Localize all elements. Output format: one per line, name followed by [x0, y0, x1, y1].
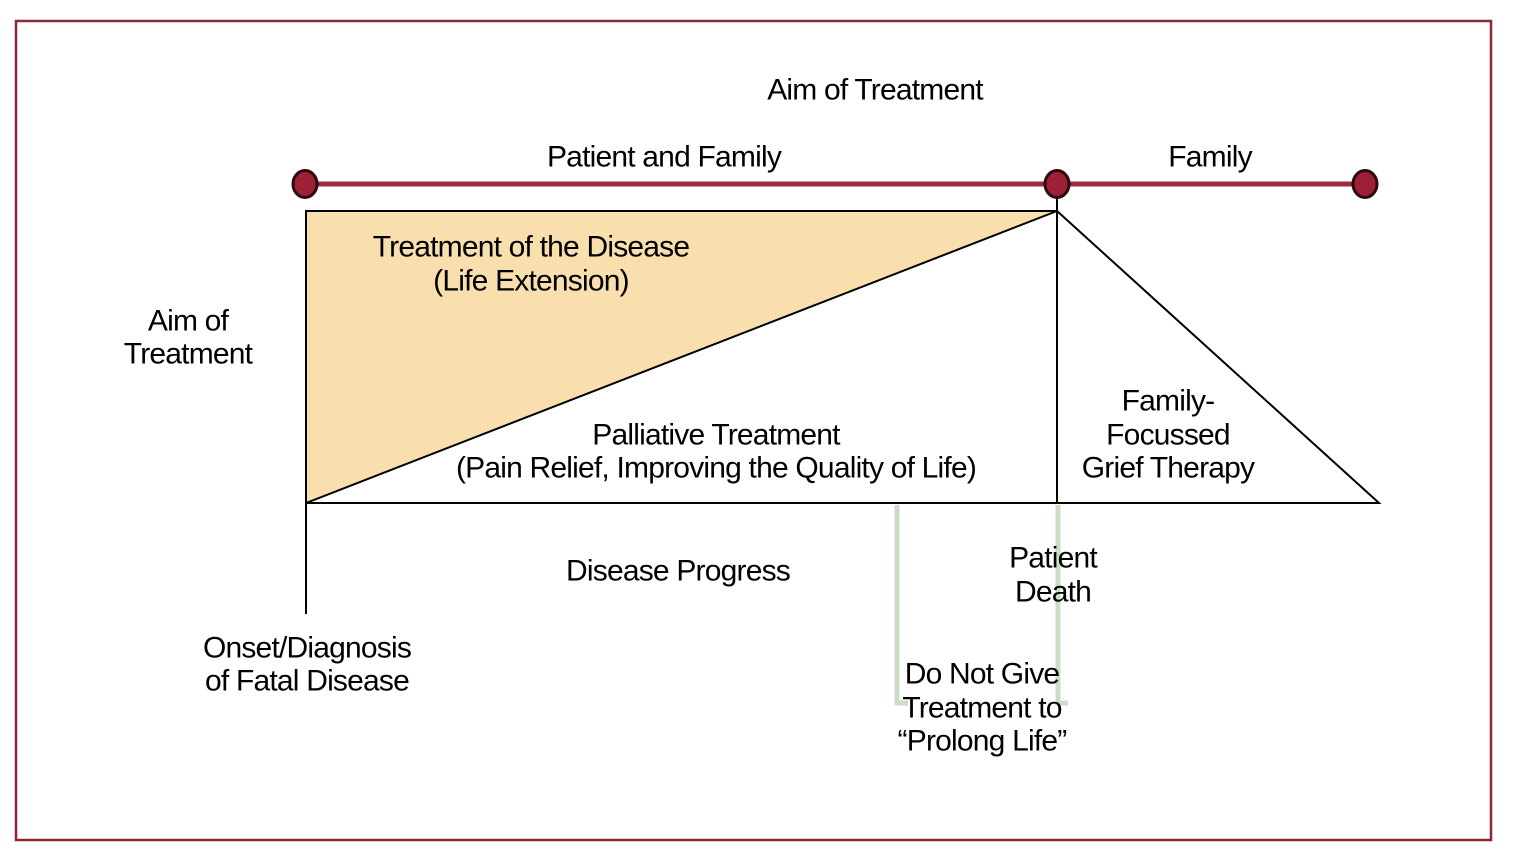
do-not-give-label-line2: Treatment to — [902, 692, 1061, 725]
x-axis-label-disease-progress: Disease Progress — [566, 555, 790, 588]
grief-label-line1: Family- — [1122, 385, 1215, 418]
timeline-dot-onset — [291, 169, 319, 199]
do-not-give-label-line1: Do Not Give — [905, 658, 1060, 691]
curative-label-line2: (Life Extension) — [433, 265, 629, 298]
frame-border — [14, 19, 1493, 842]
timeline-dot-end — [1351, 169, 1379, 199]
timeline-dot-patient-death — [1043, 169, 1071, 199]
grief-label-line3: Grief Therapy — [1082, 452, 1255, 485]
do-not-give-label-line3: “Prolong Life” — [898, 725, 1067, 758]
palliative-label-line1: Palliative Treatment — [592, 419, 841, 452]
palliative-label-line2: (Pain Relief, Improving the Quality of L… — [456, 452, 976, 485]
y-axis-label-line2: Treatment — [124, 338, 254, 371]
grief-therapy-triangle — [1056, 208, 1382, 504]
green-bracket-right — [1055, 505, 1068, 706]
y-axis-label-line1: Aim of — [148, 305, 230, 338]
timeline-label-family: Family — [1168, 141, 1252, 174]
curative-label-line1: Treatment of the Disease — [373, 231, 690, 264]
diagram-title: Aim of Treatment — [767, 74, 984, 107]
patient-death-label-line1: Patient — [1009, 542, 1098, 575]
timeline-label-patient-and-family: Patient and Family — [547, 141, 782, 174]
green-bracket-left — [894, 505, 908, 706]
onset-label-line1: Onset/Diagnosis — [203, 632, 411, 665]
onset-label-line2: of Fatal Disease — [205, 665, 409, 698]
patient-death-label-line2: Death — [1015, 576, 1091, 609]
grief-label-line2: Focussed — [1106, 419, 1230, 452]
